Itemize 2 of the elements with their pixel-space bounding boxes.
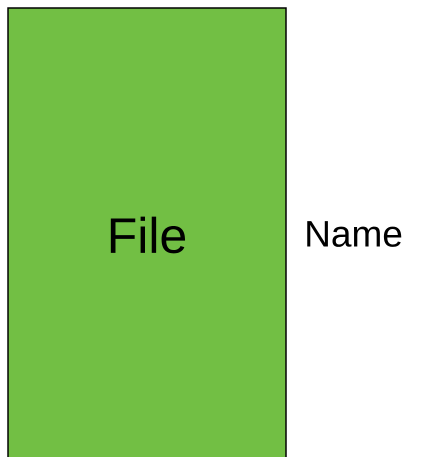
file-box: File	[7, 7, 287, 457]
side-label: Name	[307, 221, 402, 247]
